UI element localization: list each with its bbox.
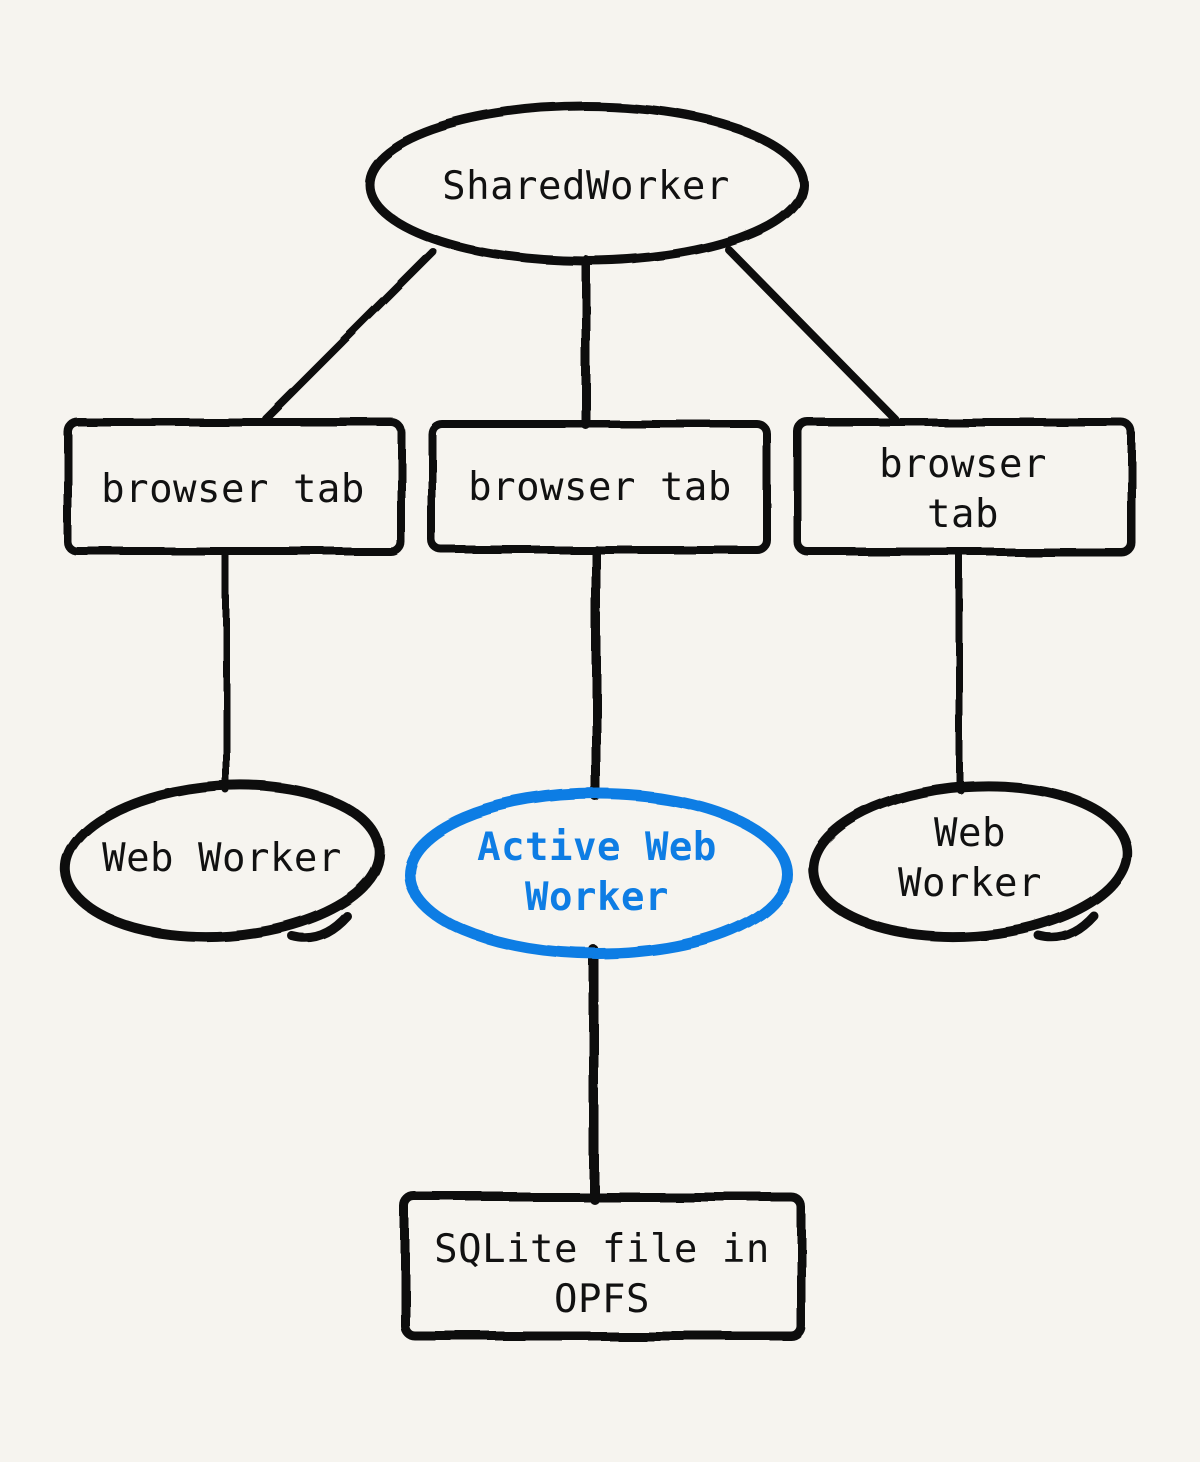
browser-tab-left-label: browser tab [101, 467, 365, 512]
active-web-worker-label: Active Web Worker [477, 825, 717, 920]
web-worker-left-pen-tail [287, 911, 352, 943]
browser-tab-right-label: browser tab [879, 442, 1047, 537]
browser-tab-middle-box [428, 420, 771, 554]
web-worker-left-ellipse [61, 780, 385, 942]
edge-sharedworker-to-tab-left [262, 248, 437, 423]
sqlite-file-box [400, 1192, 806, 1341]
web-worker-left-label: Web Worker [102, 836, 342, 881]
active-web-worker-ellipse [403, 788, 793, 960]
sqlite-file-label: SQLite file in OPFS [434, 1227, 770, 1322]
shared-worker-ellipse [364, 102, 808, 266]
web-worker-right-label: Web Worker [898, 811, 1042, 906]
shared-worker-label: SharedWorker [442, 164, 730, 209]
web-worker-right-ellipse [808, 780, 1132, 942]
browser-tab-left-box [64, 418, 405, 556]
browser-tab-middle-label: browser tab [468, 465, 732, 510]
browser-tab-right-box [794, 418, 1135, 556]
web-worker-right-pen-tail [1034, 911, 1099, 943]
edge-sharedworker-to-tab-right [725, 246, 899, 423]
